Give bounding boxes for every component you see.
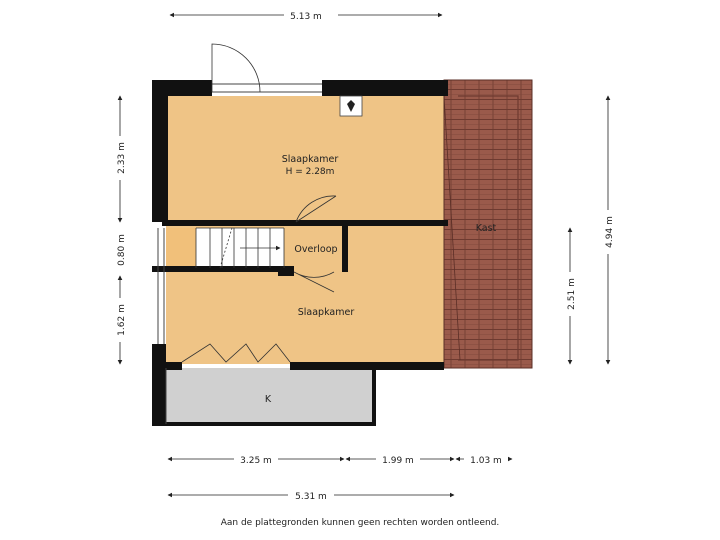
walls (152, 80, 448, 426)
room-k: K (265, 394, 272, 405)
staircase (195, 227, 285, 269)
dim-bottom-a: 3.25 m (240, 456, 272, 466)
doors (181, 43, 337, 363)
stair-landing (166, 228, 196, 268)
k-storage-floor (166, 368, 372, 424)
room-height: H = 2.28m (286, 167, 335, 177)
room-kast: Kast (476, 223, 497, 234)
room-overloop: Overloop (294, 244, 337, 255)
thin-walls (157, 83, 322, 424)
dim-left-lower: 1.62 m (117, 304, 127, 336)
kast-outline (443, 79, 533, 369)
dim-bottom-c: 1.03 m (470, 456, 502, 466)
dim-top: 5.13 m (290, 12, 322, 22)
stove-icon (339, 95, 363, 117)
kast-diagonal (443, 95, 461, 361)
disclaimer: Aan de plattegronden kunnen geen rechten… (220, 518, 500, 528)
room-slaapkamer-bottom: Slaapkamer (298, 307, 355, 318)
dim-bottom-total: 5.31 m (295, 492, 327, 502)
dim-right-inner: 2.51 m (567, 278, 577, 310)
slaapkamer-top-floor (166, 96, 444, 222)
dim-bottom-b: 1.99 m (382, 456, 414, 466)
kast-inner-line (458, 95, 519, 361)
dim-left-upper: 2.33 m (117, 142, 127, 174)
dim-right-outer: 4.94 m (605, 216, 615, 248)
room-slaapkamer-top: Slaapkamer (282, 154, 339, 165)
dim-left-middle: 0.80 m (117, 234, 127, 266)
kast-roof-tiles (444, 80, 532, 368)
